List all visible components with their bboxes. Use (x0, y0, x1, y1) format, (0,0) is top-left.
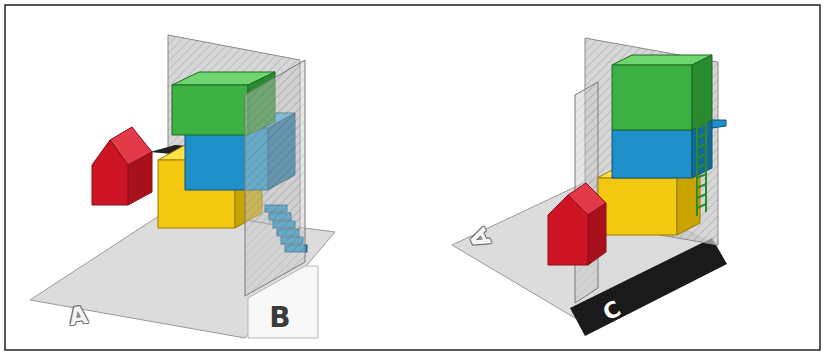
house-front (548, 195, 588, 265)
blue-ledge (712, 120, 726, 128)
blue-front (612, 130, 692, 178)
yellow-front (597, 178, 677, 235)
plate-letter: A (67, 303, 89, 329)
frame (5, 5, 820, 350)
plate-letter: B (269, 304, 290, 332)
house-side (588, 203, 606, 265)
right-scene (452, 38, 727, 336)
plate-letter: C (600, 298, 624, 325)
green-side (692, 55, 712, 130)
green-front (172, 85, 248, 135)
plate-letter: A (465, 225, 495, 252)
house-side (128, 152, 152, 205)
green-front (612, 65, 692, 130)
house-front (92, 140, 128, 205)
ladder (697, 106, 706, 216)
left-scene (30, 35, 335, 338)
side-plane (245, 60, 305, 296)
